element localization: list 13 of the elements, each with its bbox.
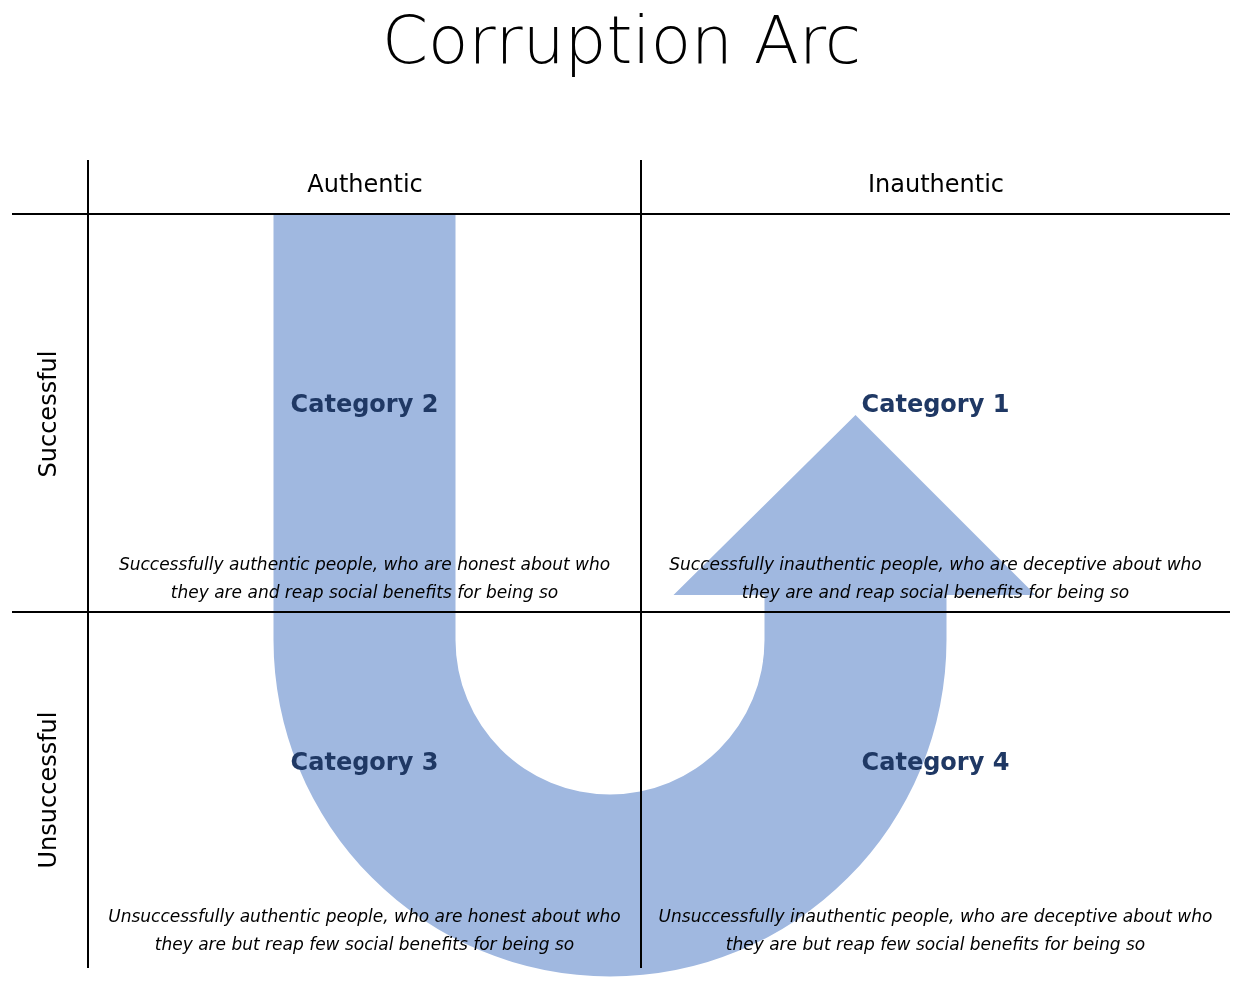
category-heading: Category 2	[289, 390, 440, 418]
category-description: Successfully inauthentic people, who are deceptive about who they are and reap social benefits for being so	[668, 553, 1203, 604]
column-header: Inauthentic	[866, 170, 1006, 198]
category-heading: Category 1	[860, 390, 1011, 418]
diagram-title: Corruption Arc	[381, 2, 862, 79]
column-header: Authentic	[306, 170, 424, 198]
category-description: Successfully authentic people, who are honest about who they are and reap social benefits for being so	[117, 553, 612, 604]
row-header: Unsuccessful	[34, 711, 62, 869]
category-heading: Category 4	[860, 748, 1011, 776]
category-description: Unsuccessfully authentic people, who are honest about who they are but reap few social benefits for being so	[107, 905, 622, 956]
row-header: Successful	[33, 350, 62, 478]
u-turn-arrow	[273, 214, 1036, 976]
category-description: Unsuccessfully inauthentic people, who are deceptive about who they are but reap few social benefits for being so	[657, 905, 1214, 956]
